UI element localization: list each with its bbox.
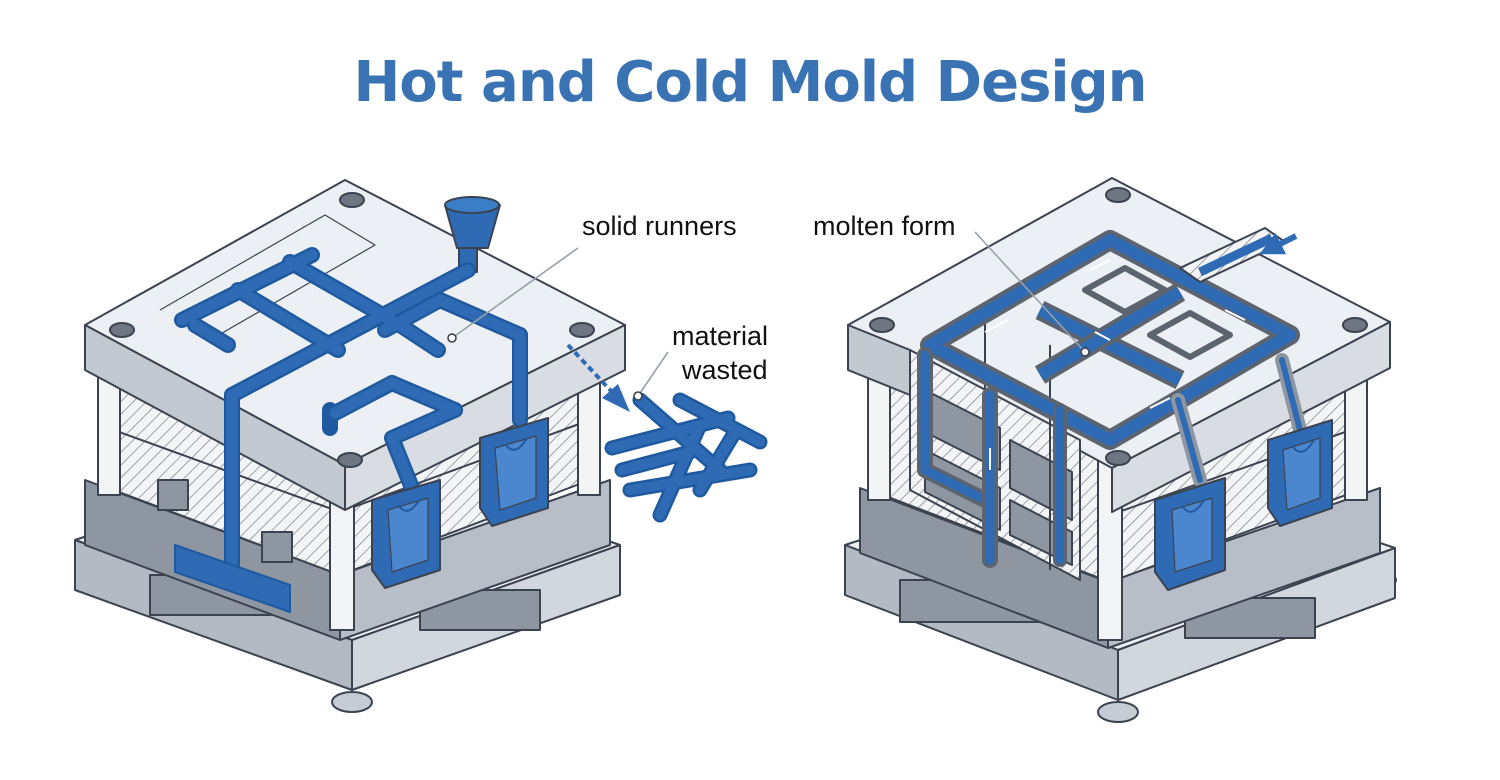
molded-part [1267,419,1333,527]
diagram-title: Hot and Cold Mold Design [353,50,1147,115]
mold-foot [331,691,373,713]
leader-lines [447,231,1090,401]
leader-dot [447,333,457,343]
leader-molten-form [974,231,1086,353]
flow-arrows [984,259,1246,470]
leader-dot [633,391,643,401]
hot-runner-manifold [920,227,1300,450]
cold-runner-mold [74,179,626,713]
cavity-square [1147,310,1233,360]
molded-part [371,479,441,589]
cavity-square [1082,265,1168,315]
label-material-wasted-line2: wasted [682,355,768,385]
base-channel [174,544,291,613]
label-molten-form: molten form [813,211,956,241]
molded-part [479,417,549,527]
label-material-wasted-line1: material [672,321,769,351]
wasted-runner-pile-fill [607,395,765,520]
hot-runner-mold [844,177,1397,723]
solid-runner-network-fill [176,249,526,571]
vertical-drops [917,347,1307,568]
bolt-holes [109,192,595,468]
leader-dot [1080,347,1090,357]
bolt-holes [869,187,1368,466]
inlet-arrow [1259,232,1298,255]
mold-foot [1097,701,1139,723]
label-solid-runners: solid runners [582,211,737,241]
leader-solid-runners [451,247,579,339]
waste-flow-arrow [566,343,630,412]
leader-material-wasted [637,351,669,397]
molded-part [1154,477,1226,591]
